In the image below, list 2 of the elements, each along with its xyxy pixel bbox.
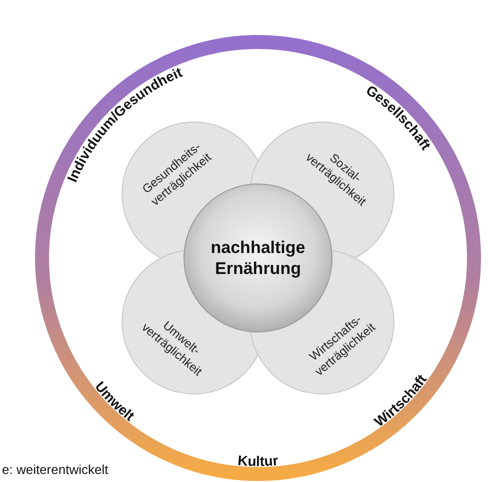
source-note: e: weiterentwickelt: [2, 462, 108, 477]
ring-label: Kultur: [237, 452, 279, 470]
